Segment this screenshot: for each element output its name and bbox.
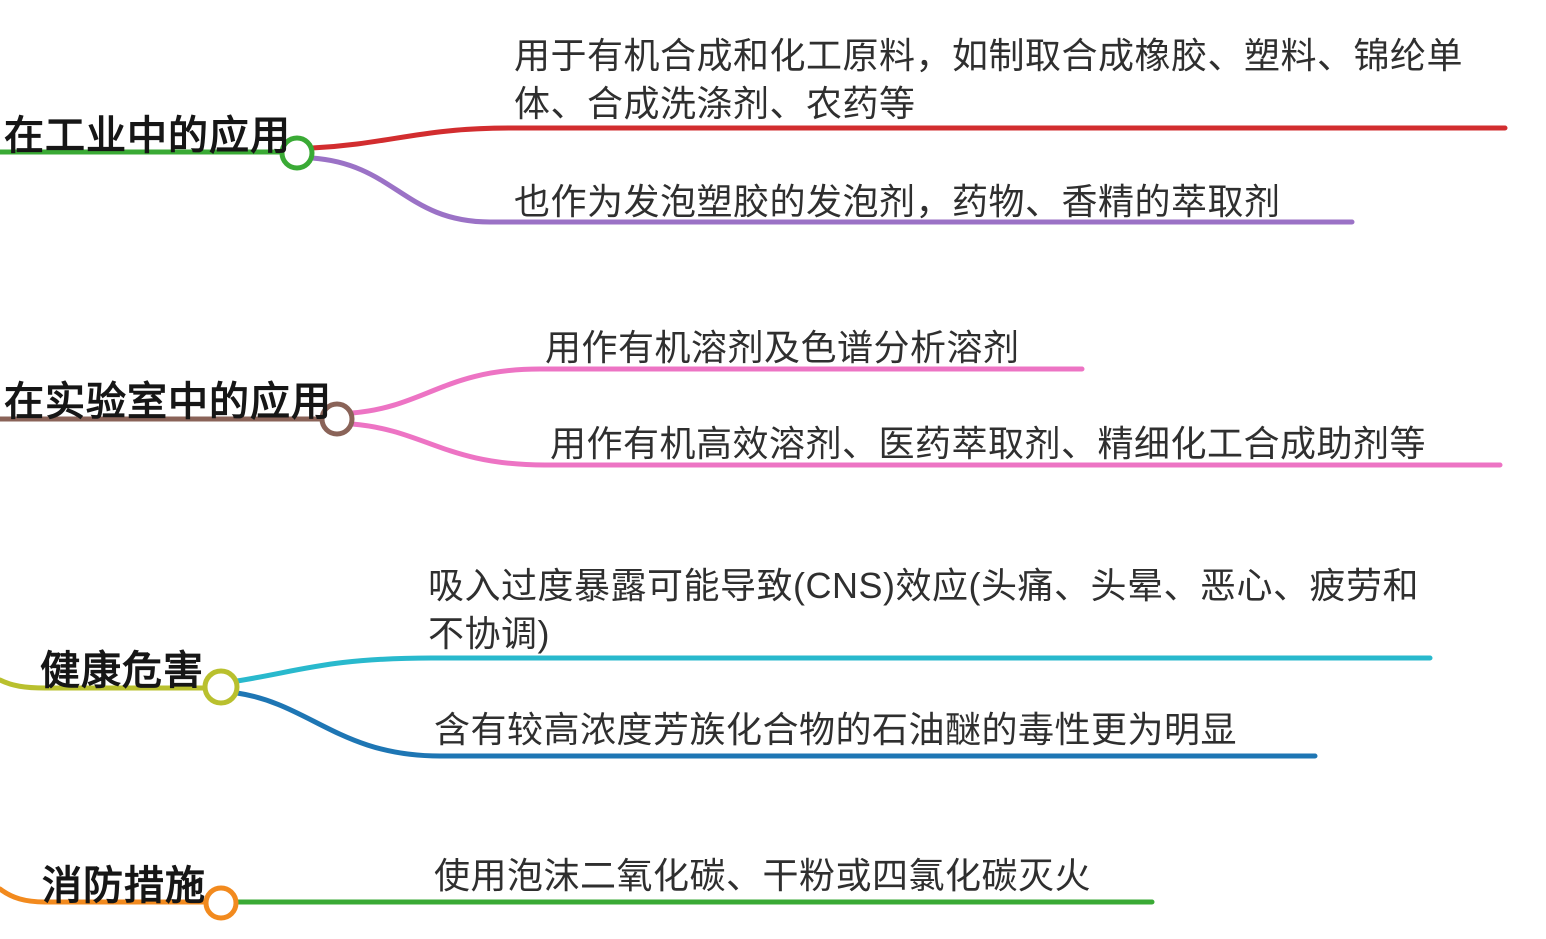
topic-label-laboratory[interactable]: 在实验室中的应用 [4, 380, 332, 424]
topic-label-health[interactable]: 健康危害 [40, 649, 204, 693]
subtopic-label-fire-child-1[interactable]: 使用泡沫二氧化碳、干粉或四氯化碳灭火 [434, 855, 1092, 896]
node-toggle-circle-fire[interactable] [203, 885, 239, 921]
branch-line-health-child-1 [234, 655, 1433, 684]
node-toggle-circle-health[interactable] [202, 668, 240, 706]
branch-line-fire [0, 886, 209, 905]
topic-label-fire[interactable]: 消防措施 [42, 864, 206, 908]
branch-line-laboratory-child-1 [349, 366, 1085, 416]
branch-line-laboratory-child-2 [349, 421, 1503, 468]
subtopic-label-industry-child-1[interactable]: 用于有机合成和化工原料，如制取合成橡胶、塑料、锦纶单体、合成洗涤剂、农药等 [514, 35, 1464, 124]
topic-label-industry[interactable]: 在工业中的应用 [4, 114, 291, 158]
subtopic-label-laboratory-child-1[interactable]: 用作有机溶剂及色谱分析溶剂 [545, 327, 1020, 368]
branch-line-health-child-2 [234, 690, 1318, 759]
node-toggle-circle-laboratory[interactable] [319, 401, 355, 437]
branch-line-industry-child-2 [309, 155, 1355, 225]
branch-line-industry-child-1 [309, 125, 1508, 151]
node-toggle-circle-industry[interactable] [279, 135, 315, 171]
subtopic-label-health-child-1[interactable]: 吸入过度暴露可能导致(CNS)效应(头痛、头晕、恶心、疲劳和不协调) [428, 565, 1419, 654]
subtopic-label-laboratory-child-2[interactable]: 用作有机高效溶剂、医药萃取剂、精细化工合成助剂等 [550, 423, 1427, 464]
branch-line-health [0, 677, 208, 691]
subtopic-label-industry-child-2[interactable]: 也作为发泡塑胶的发泡剂，药物、香精的萃取剂 [514, 181, 1281, 222]
subtopic-label-health-child-2[interactable]: 含有较高浓度芳族化合物的石油醚的毒性更为明显 [434, 709, 1238, 750]
